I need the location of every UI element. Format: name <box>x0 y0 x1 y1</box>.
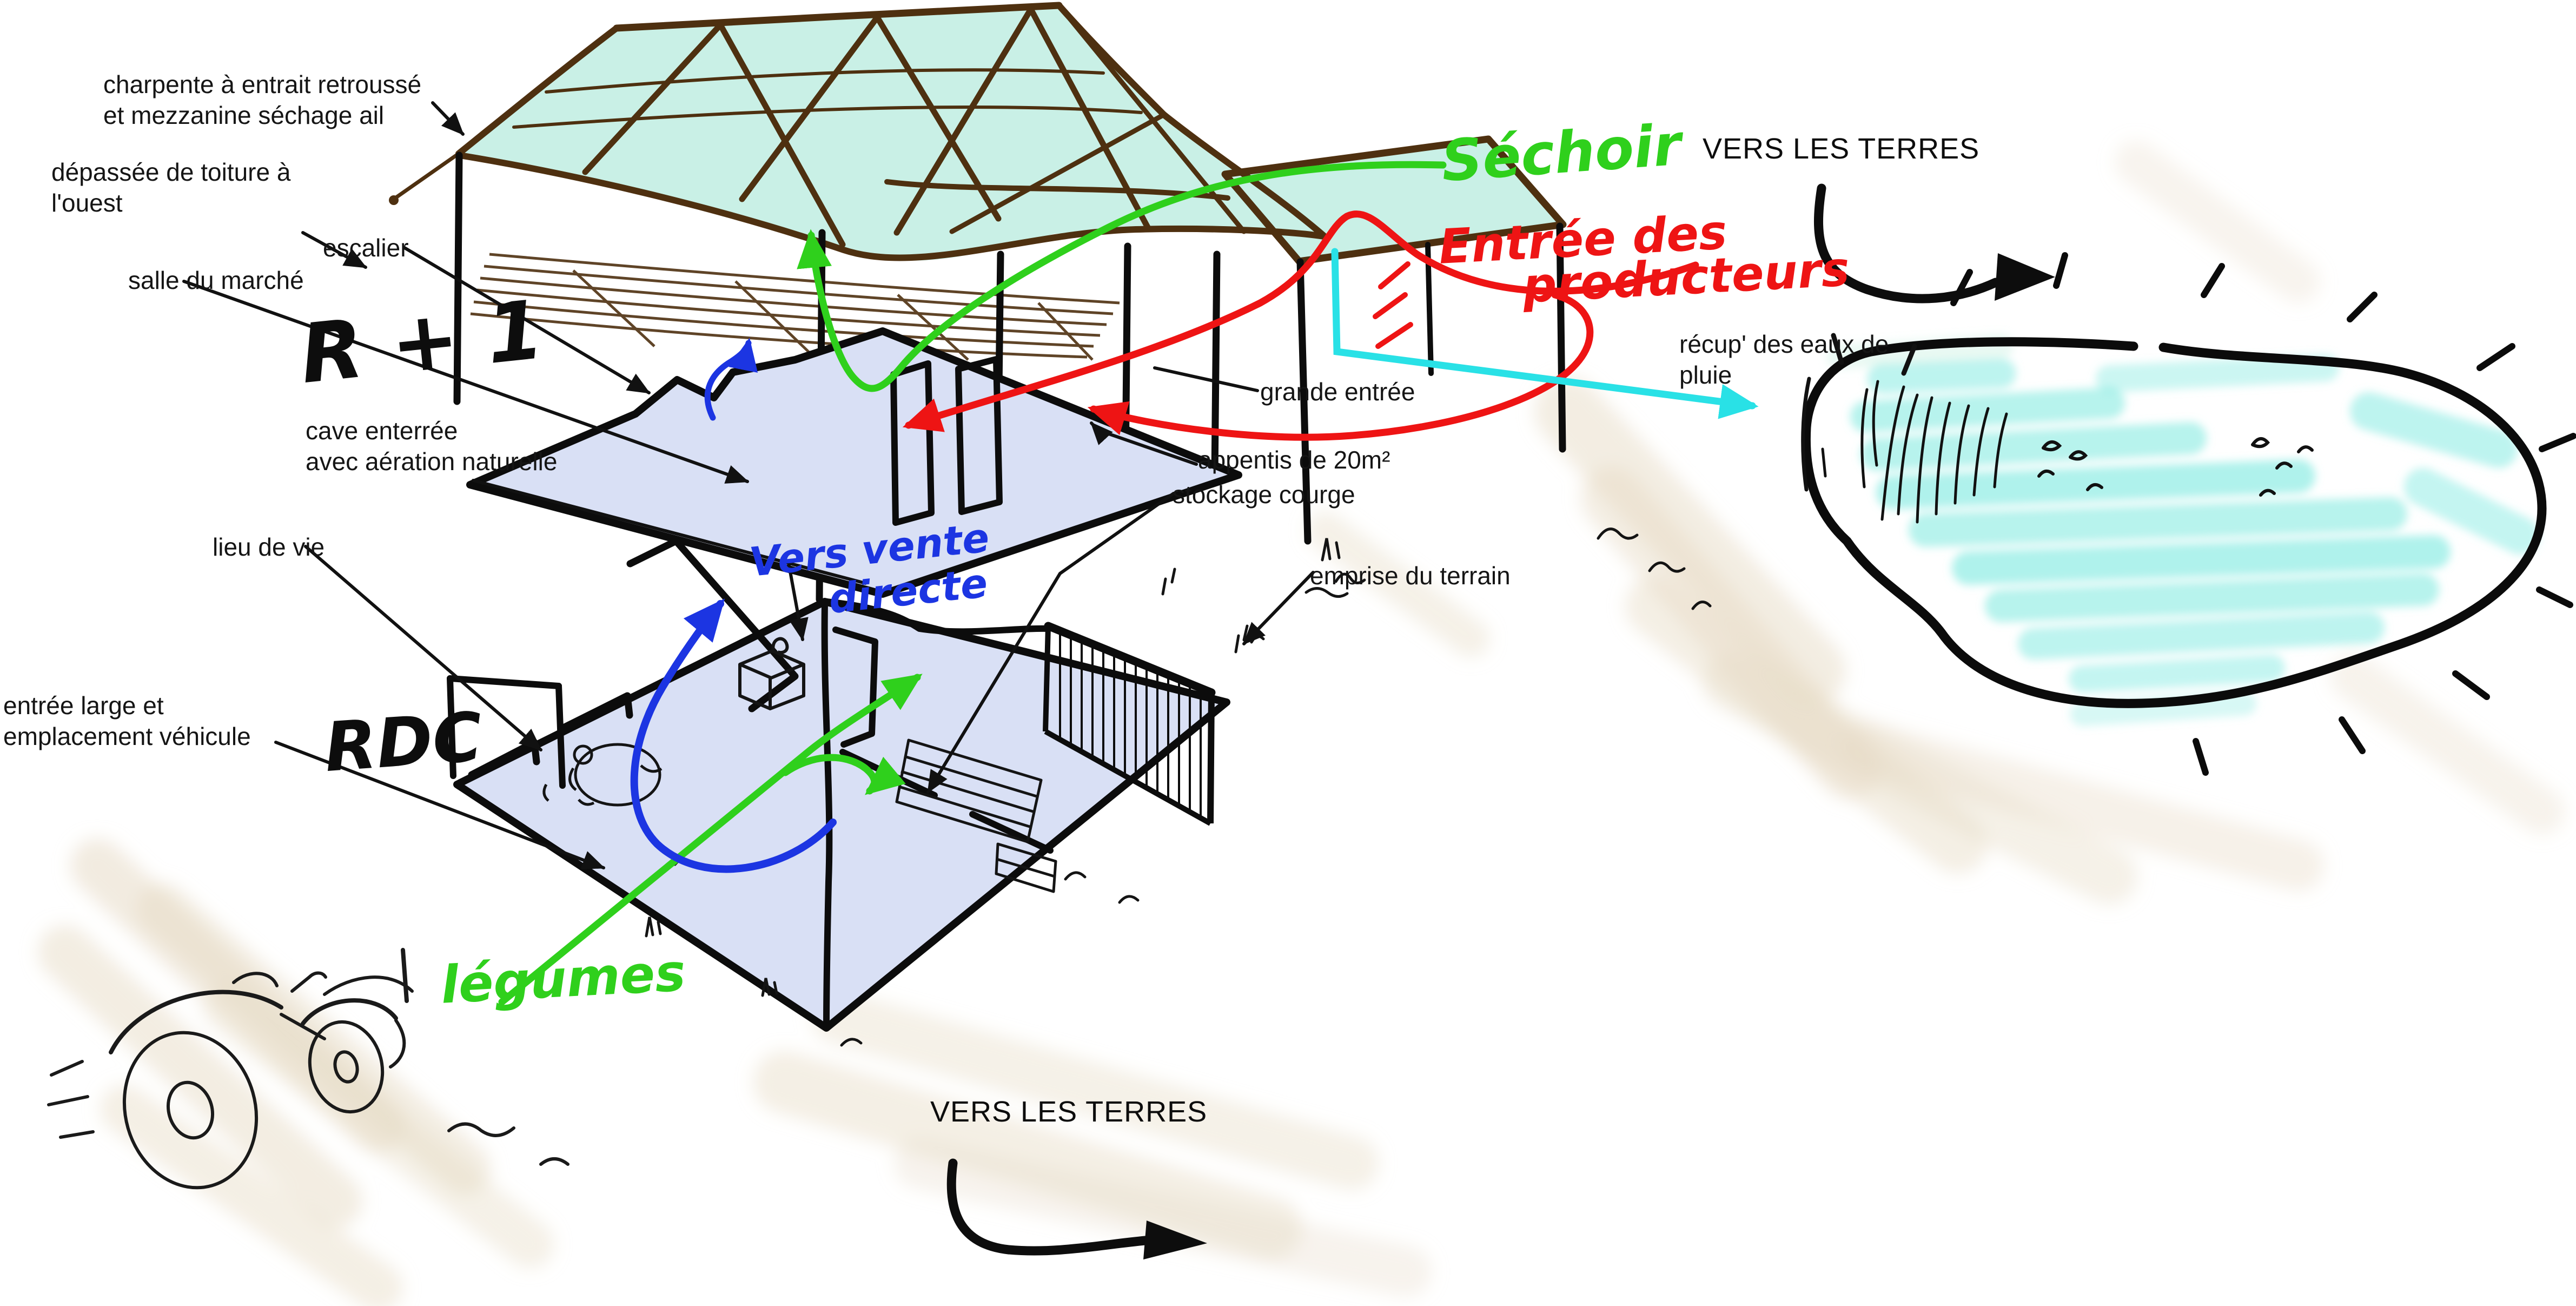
leader-salle <box>182 280 749 484</box>
leader-grande-entree <box>1153 366 1259 392</box>
pond-drawing <box>1801 252 2576 776</box>
leader-vers-vente <box>787 561 809 641</box>
label-appentis: appentis de 20m² <box>1198 446 1390 474</box>
pond-duck-marks <box>2037 437 2314 497</box>
label-legumes: légumes <box>439 943 687 1015</box>
label-vers-les-terres-bottom: VERS LES TERRES <box>930 1096 1208 1128</box>
leader-lieu-de-vie <box>304 545 542 751</box>
label-entree-large: entrée large et emplacement véhicule <box>3 691 251 751</box>
red-flourish-dashes <box>1373 261 1413 349</box>
roof-truss-lines <box>389 2 1327 261</box>
label-emprise-terrain: emprise du terrain <box>1310 562 1511 590</box>
terrain-wash <box>38 141 2565 1306</box>
label-charpente: charpente à entrait retroussé et mezzani… <box>103 70 422 130</box>
label-cave: cave enterrée avec aération naturelle <box>306 417 558 476</box>
arrow-terres-bottom <box>946 1158 1150 1256</box>
blue-vente-directe-arrow <box>630 598 837 873</box>
green-legumes-arrow <box>498 674 923 1006</box>
leader-emprise <box>1242 571 1315 645</box>
green-legumes-branch-arrow <box>782 754 906 795</box>
leader-cave <box>472 479 867 585</box>
leader-lines <box>182 101 1315 869</box>
arrow-terres-top <box>1814 183 2001 304</box>
label-stockage-courge: stockage courge <box>1173 480 1355 509</box>
r1-door-frames <box>890 356 1003 526</box>
rdc-table-person <box>542 743 663 807</box>
cyan-rainwater-arrow <box>1331 248 1759 419</box>
pond-grass <box>1801 333 2008 524</box>
vers-les-terres-arrows <box>946 183 2055 1259</box>
label-escalier: escalier <box>323 234 409 262</box>
label-lieu-de-vie: lieu de vie <box>213 533 325 561</box>
green-sechoir-arrow <box>797 161 1447 392</box>
label-rdc: RDC <box>322 698 485 787</box>
pond-outline <box>1801 337 2547 708</box>
label-recup-eaux: récup' des eaux de pluie <box>1679 330 1889 390</box>
label-salle-du-marche: salle du marché <box>128 266 304 294</box>
red-producteurs-arrow-lower <box>1087 291 1594 441</box>
label-vers-les-terres-top: VERS LES TERRES <box>1703 133 1980 165</box>
rdc-counter-box <box>738 637 805 710</box>
leader-entree-large <box>274 741 605 869</box>
leader-escalier <box>403 246 651 394</box>
rdc-walls <box>447 537 1054 1030</box>
leader-charpente <box>431 101 465 136</box>
leader-depassee <box>301 231 367 269</box>
blue-stair-arrow <box>704 338 758 421</box>
label-depassee: dépassée de toiture à l'ouest <box>51 158 291 217</box>
pond-water-wash <box>1826 334 2539 727</box>
leader-stockage <box>926 492 1175 794</box>
rdc-stair-storage <box>895 738 1057 893</box>
label-grande-entree: grande entrée <box>1260 378 1415 406</box>
flow-arrows <box>498 161 1759 1006</box>
rdc-slatted-wall <box>1043 622 1216 826</box>
tractor-sketch <box>47 948 569 1190</box>
red-producteurs-arrow-upper <box>902 210 1699 432</box>
